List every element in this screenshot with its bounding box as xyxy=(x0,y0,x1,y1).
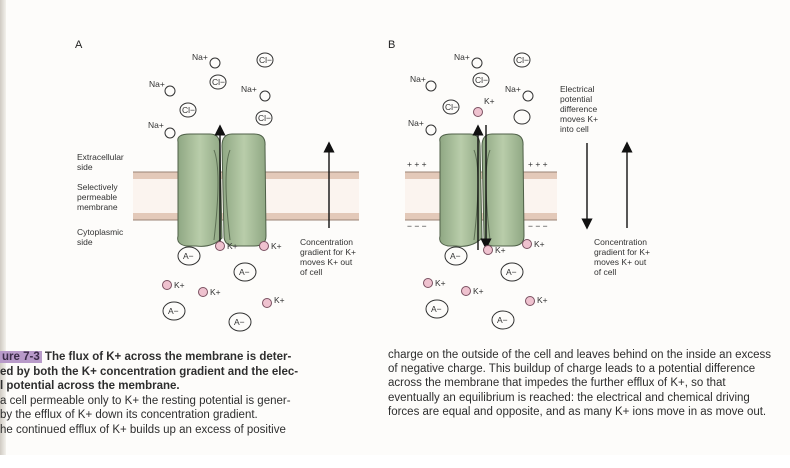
ion-label: A− xyxy=(506,267,517,277)
svg-text:Electrical: Electrical xyxy=(560,84,595,94)
ion-label: K+ xyxy=(274,295,285,305)
extracellular-label: Extracellular xyxy=(77,152,124,162)
ion-label: A− xyxy=(234,317,245,327)
side-labels-a: Extracellular side Selectively permeable… xyxy=(77,152,124,247)
electrical-label-b: Electrical potential difference moves K+… xyxy=(560,84,598,134)
ion-label: Na+ xyxy=(505,84,521,94)
svg-text:into cell: into cell xyxy=(560,124,589,134)
concentration-label-b: Concentration gradient for K+ moves K+ o… xyxy=(594,237,650,277)
ion-label: A− xyxy=(431,304,442,314)
caption-line: he continued efflux of K+ builds up an e… xyxy=(0,423,352,438)
caption-title-line: l potential across the membrane. xyxy=(0,379,352,394)
svg-text:gradient for K+: gradient for K+ xyxy=(300,247,356,257)
svg-text:Concentration: Concentration xyxy=(594,237,647,247)
concentration-label-a: Concentration gradient for K+ moves K+ o… xyxy=(300,237,356,277)
ion-label: K+ xyxy=(227,241,238,251)
extracellular-label: side xyxy=(77,162,93,172)
membrane-label: Selectively xyxy=(77,182,118,192)
ion-label: K+ xyxy=(534,239,545,249)
svg-text:gradient for K+: gradient for K+ xyxy=(594,247,650,257)
caption-title-line: ed by both the K+ concentration gradient… xyxy=(0,365,352,380)
outside-ions-b: Na+ Cl− Cl− Na+ Na+ Cl− K+ Na+ xyxy=(408,52,533,135)
ion-label: K+ xyxy=(473,286,484,296)
outside-ions-a: Na+ Cl− Cl− Na+ Na+ Cl− Cl− Na+ xyxy=(148,52,273,138)
positive-charges-left: + + + xyxy=(407,159,427,169)
svg-text:of cell: of cell xyxy=(300,267,322,277)
ion-label: Na+ xyxy=(408,118,424,128)
ion-label: A− xyxy=(168,306,179,316)
figure-number: ure 7-3 xyxy=(0,351,42,363)
ion-label: Cl− xyxy=(259,55,272,65)
ion-label: K+ xyxy=(271,241,282,251)
svg-text:potential: potential xyxy=(560,94,592,104)
ion-label: K+ xyxy=(484,96,495,106)
ion-label: Na+ xyxy=(454,52,470,62)
body-paragraph: charge on the outside of the cell and le… xyxy=(388,348,780,419)
figure-7-3: A Na+ Cl− Cl− Na+ Na+ xyxy=(0,0,790,345)
panel-a: A Na+ Cl− Cl− Na+ Na+ xyxy=(75,39,359,331)
negative-charges-right: − − − xyxy=(528,221,548,231)
ion-label: Cl− xyxy=(445,102,458,112)
ion-label: A− xyxy=(183,251,194,261)
inside-ions-a: K+ K+ A− A− K+ K+ K+ A− A− xyxy=(163,241,285,331)
positive-charges-right: + + + xyxy=(528,159,548,169)
caption-line: a cell permeable only to K+ the resting … xyxy=(0,394,352,409)
membrane-label: permeable xyxy=(77,192,117,202)
ion-label: Na+ xyxy=(410,74,426,84)
ion-label: Cl− xyxy=(475,75,488,85)
ion-label: Cl− xyxy=(212,77,225,87)
ion-label: Na+ xyxy=(148,120,164,130)
ion-label: K+ xyxy=(495,245,506,255)
caption-line: by the efflux of K+ down its concentrati… xyxy=(0,408,352,423)
svg-text:difference: difference xyxy=(560,104,597,114)
negative-charges-left: − − − xyxy=(407,221,427,231)
svg-text:moves K+: moves K+ xyxy=(560,114,598,124)
ion-label: Na+ xyxy=(192,52,208,62)
ion-label: K+ xyxy=(435,278,446,288)
ion-label: Cl− xyxy=(516,55,529,65)
ion-label: A− xyxy=(497,315,508,325)
cytoplasmic-label: side xyxy=(77,237,93,247)
panel-b-letter: B xyxy=(388,39,395,51)
svg-text:of cell: of cell xyxy=(594,267,616,277)
svg-text:moves K+ out: moves K+ out xyxy=(594,257,647,267)
ion-label: K+ xyxy=(210,287,221,297)
cytoplasmic-label: Cytoplasmic xyxy=(77,227,124,237)
svg-text:Concentration: Concentration xyxy=(300,237,353,247)
membrane-label: membrane xyxy=(77,202,118,212)
ion-label: Na+ xyxy=(241,84,257,94)
ion-label: A− xyxy=(450,251,461,261)
ion-label: K+ xyxy=(537,295,548,305)
page-bottom-margin xyxy=(0,455,790,468)
ion-label: Na+ xyxy=(149,79,165,89)
panel-a-letter: A xyxy=(75,39,83,51)
svg-text:moves K+ out: moves K+ out xyxy=(300,257,353,267)
ion-label: K+ xyxy=(174,280,185,290)
ion-label: Cl− xyxy=(182,105,195,115)
ion-label: A− xyxy=(239,267,250,277)
ion-label: Cl− xyxy=(258,113,271,123)
panel-b: B + + + + + + − − − − − − Na+ Cl− xyxy=(388,39,650,329)
caption-title-line: ure 7-3 The flux of K+ across the membra… xyxy=(0,350,352,365)
inside-ions-b: K+ K+ A− A− K+ K+ K+ A− A− xyxy=(424,239,548,329)
figure-caption: ure 7-3 The flux of K+ across the membra… xyxy=(0,350,352,437)
